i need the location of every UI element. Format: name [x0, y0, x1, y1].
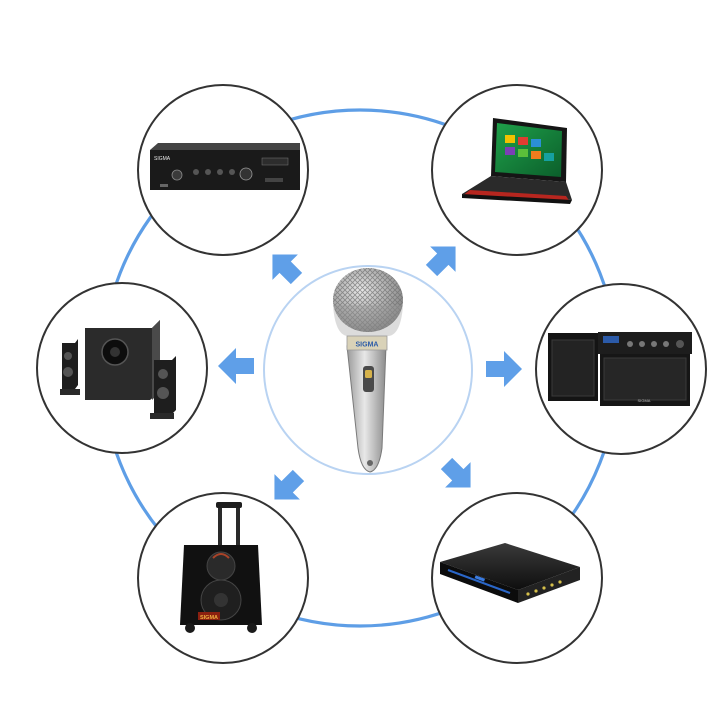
speaker-cabinet-node: SIGMA [535, 283, 707, 455]
arrows [218, 246, 522, 500]
center-microphone-node: SIGMA [263, 265, 473, 475]
speaker-cabinet-icon: SIGMA [548, 332, 692, 406]
trolley-speaker-icon: SIGMA [180, 502, 262, 633]
subwoofer-system-node [36, 282, 208, 454]
amplifier-node: SIGMA [137, 84, 309, 256]
amp-brand-label: SIGMA [154, 156, 171, 162]
dvd-player-icon [440, 543, 580, 603]
arrow-to-laptop [425, 246, 456, 277]
arrow-to-dvd-player [440, 457, 471, 488]
trolley-speaker-node: SIGMA [137, 492, 309, 664]
arrow-to-speaker-cabinet [486, 351, 522, 387]
dvd-player-node [431, 492, 603, 664]
cabinet-tag-label: SIGMA [638, 398, 651, 403]
laptop-icon [462, 118, 572, 204]
mic-brand-label: SIGMA [356, 342, 379, 349]
microphone-icon: SIGMA [333, 268, 403, 473]
laptop-node [431, 84, 603, 256]
arrow-to-subwoofer [218, 348, 254, 384]
amplifier-icon: SIGMA [150, 143, 300, 190]
subwoofer-icon [60, 320, 176, 419]
arrow-to-trolley-speaker [274, 469, 305, 500]
arrow-to-amplifier [272, 254, 303, 285]
trolley-brand-label: SIGMA [200, 615, 218, 621]
mic-switch [363, 366, 374, 392]
